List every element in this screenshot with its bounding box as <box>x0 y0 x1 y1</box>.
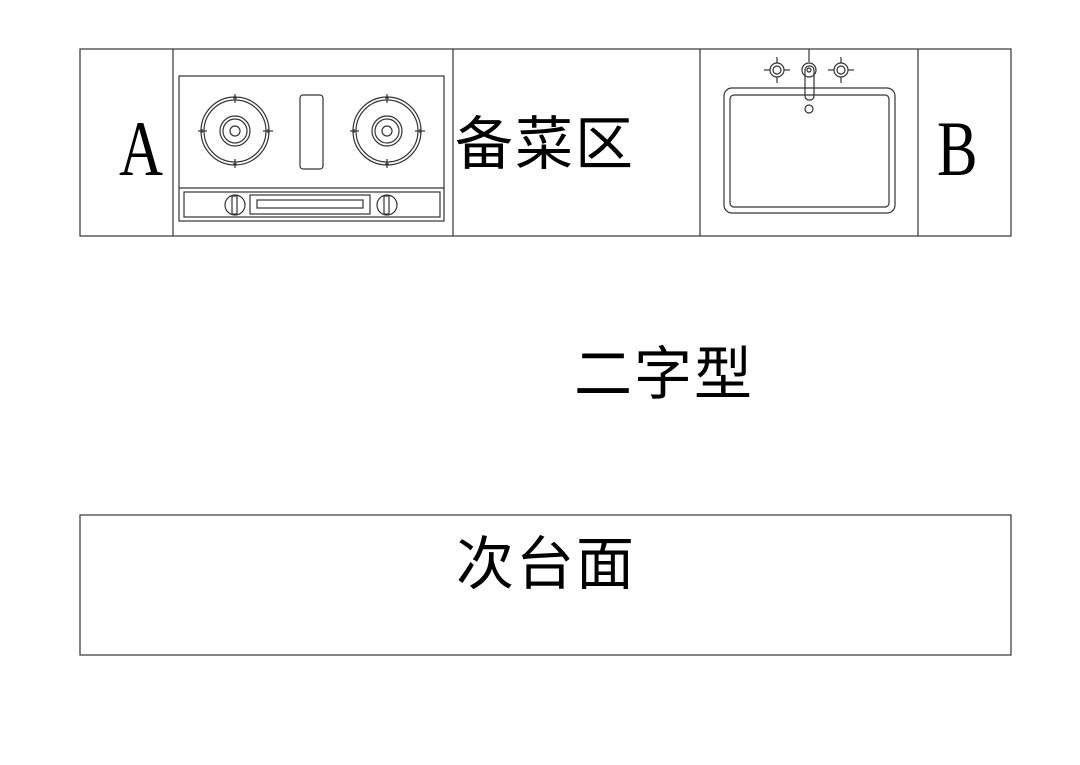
sink-icon <box>723 49 896 214</box>
layout-title: 二字型 <box>574 340 755 408</box>
secondary-counter-outline <box>79 514 1012 656</box>
prep-area-label: 备菜区 <box>455 110 636 178</box>
burner-left <box>198 94 273 168</box>
burner-right <box>350 94 425 168</box>
end-a-label: A <box>119 105 163 192</box>
main-counter-outline <box>79 48 1012 237</box>
secondary-counter-label: 次台面 <box>456 530 637 598</box>
gas-stove-icon <box>178 75 445 222</box>
end-b-label: B <box>937 105 978 192</box>
